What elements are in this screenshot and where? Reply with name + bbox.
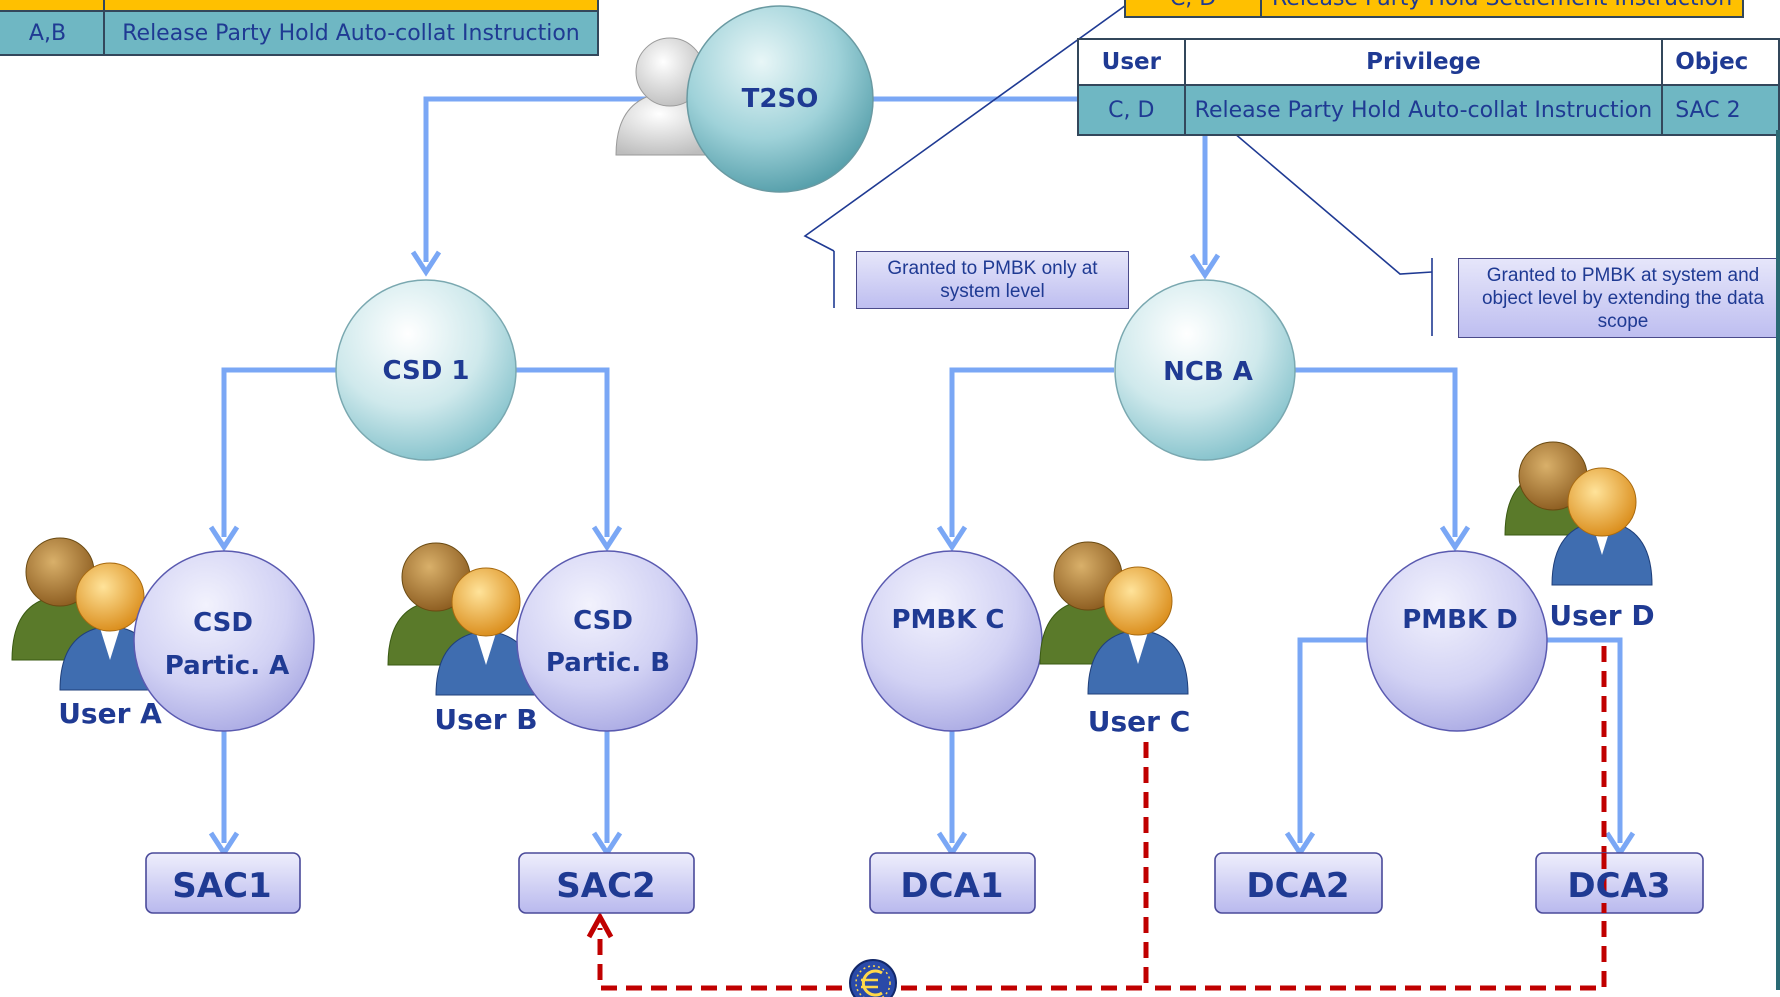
callout-system-level: Granted to PMBK only at system level — [856, 251, 1129, 309]
connector-pmbkd-dca3 — [1546, 637, 1623, 843]
label-ncba: NCB A — [1163, 357, 1253, 387]
connector-csd1-particA — [221, 367, 340, 537]
arrowhead-particA — [208, 525, 240, 552]
arrowhead-particB — [591, 525, 623, 552]
yellow-row: C, D Release Party Hold Settlement Instr… — [1124, 0, 1744, 18]
top-left-table-row: A,B Release Party Hold Auto-collat Instr… — [0, 10, 599, 56]
top-left-table: A,B Release Party Hold Auto-collat Instr… — [0, 0, 599, 56]
cell-privilege: Release Party Hold Settlement Instructio… — [1260, 0, 1744, 18]
top-right-table-container: User Privilege Objec C, D Release Party … — [1077, 38, 1780, 138]
user-a-icon — [11, 537, 161, 691]
node-pmbk-c — [861, 550, 1043, 732]
cell-user: C, D — [1124, 0, 1263, 18]
account-dca1 — [869, 852, 1036, 914]
cell-object: SAC 2 — [1661, 84, 1780, 136]
dashed-privilege-link — [597, 646, 1607, 991]
node-pmbk-d — [1366, 550, 1548, 732]
euro-coin-icon — [849, 959, 897, 997]
cell-privilege: Release Party Hold Auto-collat Instructi… — [103, 10, 599, 56]
top-right-table: User Privilege Objec C, D Release Party … — [1077, 38, 1780, 136]
label-dca2: DCA2 — [1246, 866, 1349, 906]
account-dca3 — [1535, 852, 1704, 914]
connector-t2so-csd1 — [423, 96, 690, 262]
arrowhead-pmbkd — [1439, 525, 1471, 552]
node-ncba — [1114, 279, 1296, 461]
label-user-a: User A — [58, 697, 162, 730]
callout-leaders — [803, 0, 1433, 336]
label-user-d: User D — [1549, 599, 1654, 632]
label-partic-b-line1: CSD — [573, 606, 633, 636]
label-sac1: SAC1 — [172, 866, 271, 906]
connector-ncba-pmbkc — [949, 367, 1114, 537]
account-sac1 — [145, 852, 301, 914]
callout-extended-scope: Granted to PMBK at system and object lev… — [1458, 258, 1780, 338]
label-dca1: DCA1 — [900, 866, 1003, 906]
label-pmbk-d: PMBK D — [1402, 605, 1518, 635]
slide-edge-border — [1776, 130, 1780, 990]
top-right-yellow-table: C, D Release Party Hold Settlement Instr… — [1124, 0, 1744, 18]
top-left-table-partial-row — [0, 0, 599, 12]
top-right-table-row: C, D Release Party Hold Auto-collat Inst… — [1077, 84, 1780, 136]
connector-csd1-particB — [516, 367, 610, 537]
node-csd-partic-b — [516, 550, 698, 732]
connector-pmbkd-dca2 — [1297, 637, 1368, 843]
top-left-table-container: A,B Release Party Hold Auto-collat Instr… — [0, 0, 605, 62]
label-partic-a-line1: CSD — [193, 608, 253, 638]
label-dca3: DCA3 — [1567, 866, 1670, 906]
leader-extended-scope — [1226, 126, 1433, 275]
user-b-icon — [387, 542, 537, 696]
arrowhead-pmbkc — [936, 525, 968, 552]
hierarchy-connectors — [208, 96, 1636, 858]
dashed-link-arrowhead — [586, 911, 614, 939]
node-csd1 — [335, 279, 517, 461]
cell-user — [0, 0, 105, 12]
top-right-table-header: User Privilege Objec — [1077, 38, 1780, 86]
header-object: Objec — [1661, 38, 1780, 86]
cell-user: C, D — [1077, 84, 1186, 136]
cell-privilege: Release Party Hold Auto-collat Instructi… — [1183, 84, 1664, 136]
header-privilege: Privilege — [1183, 38, 1664, 86]
label-pmbk-c: PMBK C — [891, 605, 1004, 635]
account-sac2 — [518, 852, 695, 914]
label-partic-b-line2: Partic. B — [546, 648, 670, 678]
user-d-icon — [1504, 441, 1653, 586]
label-user-b: User B — [434, 703, 537, 736]
arrowhead-csd1 — [410, 250, 442, 277]
account-dca2 — [1214, 852, 1383, 914]
header-user: User — [1077, 38, 1186, 86]
cell-privilege — [103, 0, 599, 12]
label-sac2: SAC2 — [556, 866, 655, 906]
connector-ncba-pmbkd — [1294, 367, 1458, 537]
node-t2so — [686, 5, 874, 193]
top-right-yellow-row-container: C, D Release Party Hold Settlement Instr… — [1124, 0, 1744, 20]
label-csd1: CSD 1 — [382, 356, 469, 386]
label-t2so: T2SO — [742, 84, 819, 114]
arrowhead-ncba — [1189, 253, 1221, 280]
label-user-c: User C — [1088, 705, 1191, 738]
node-csd-partic-a — [133, 550, 315, 732]
leader-system-level — [803, 0, 1135, 252]
user-c-icon — [1039, 541, 1189, 695]
cell-user: A,B — [0, 10, 105, 56]
label-partic-a-line2: Partic. A — [165, 651, 290, 681]
